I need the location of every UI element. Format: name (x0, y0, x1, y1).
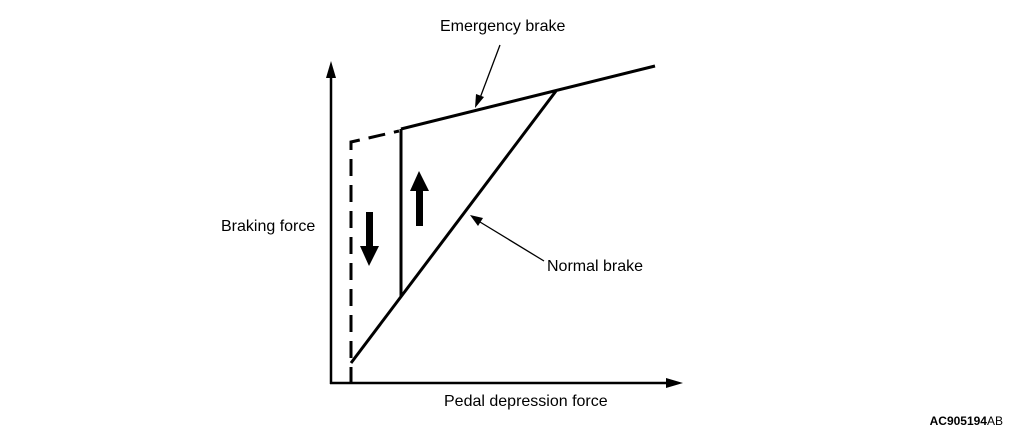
normal-brake-label: Normal brake (547, 258, 644, 275)
emergency-brake-callout (475, 44, 501, 108)
emergency-brake-line (400, 64, 656, 131)
y-axis-label: Braking force (221, 218, 316, 235)
normal-brake-line (349, 90, 558, 364)
y-axis-arrowhead (326, 61, 336, 78)
normal-brake-callout (470, 215, 545, 262)
up-arrow-icon (410, 171, 429, 226)
x-axis-arrowhead (666, 378, 683, 388)
down-arrow-icon (360, 212, 379, 266)
dashed-emergency-curve (349, 129, 400, 384)
figure-code: AC905194AB (930, 415, 1003, 427)
figure-code-id: AC905194 (929, 414, 987, 428)
figure-code-suffix: AB (986, 414, 1003, 428)
x-axis-label: Pedal depression force (444, 393, 608, 410)
emergency-brake-label: Emergency brake (440, 18, 566, 35)
